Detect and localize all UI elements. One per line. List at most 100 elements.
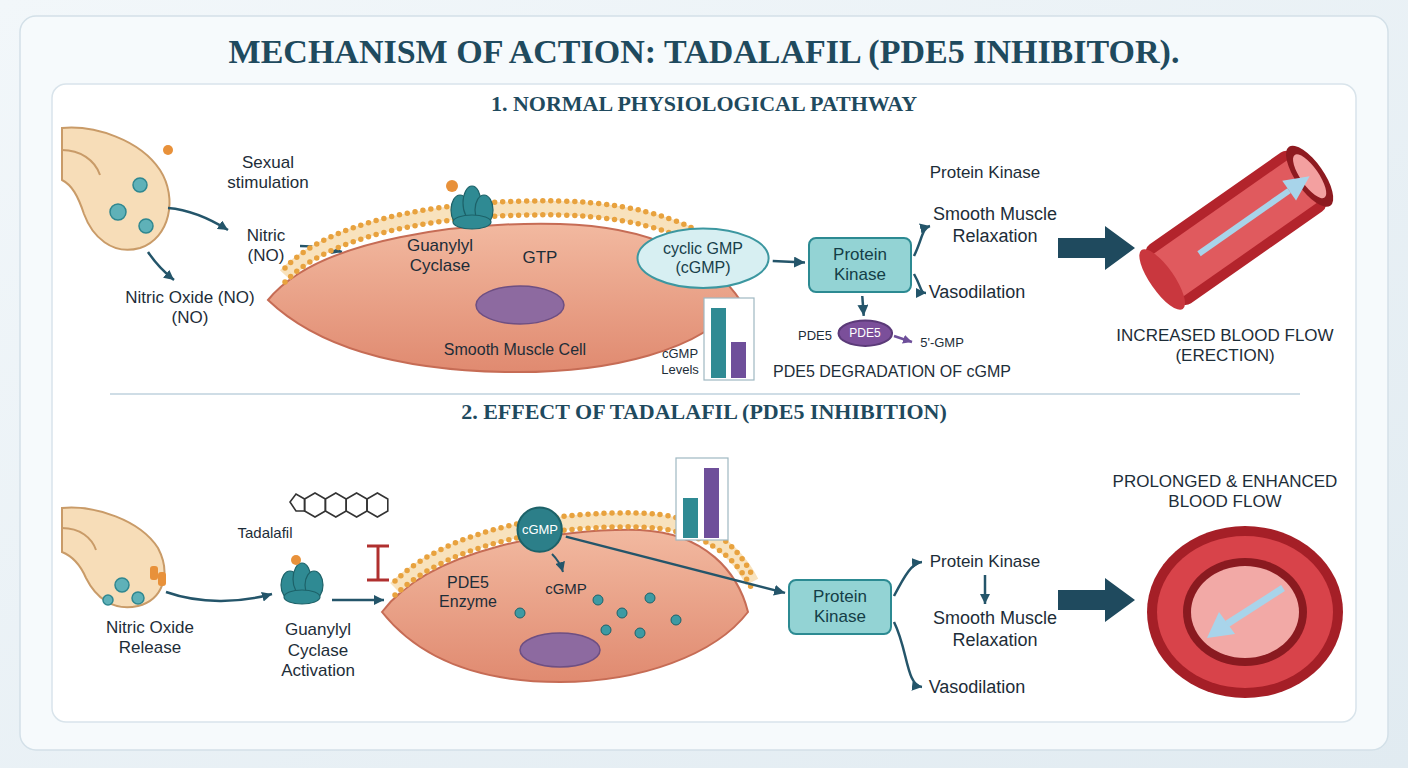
section-heading: 2. EFFECT OF TADALAFIL (PDE5 INHIBITION) [461, 399, 947, 425]
blood-vessel-cross-section [1207, 612, 1235, 638]
node-text: Protein Kinase [800, 587, 880, 628]
inhibition-bar [367, 546, 389, 580]
smooth-muscle-cell [476, 286, 564, 324]
pathway-arrow [894, 622, 922, 687]
connector-arrow [773, 261, 805, 262]
cgmp-molecule-dots [635, 628, 645, 638]
cgmp-bar-chart [704, 298, 754, 380]
blood-vessel [1282, 166, 1316, 200]
node-text: PDE5 [849, 326, 880, 340]
text-label: Sexual stimulation [218, 153, 318, 194]
cgmp-molecule-dots [671, 615, 681, 625]
enzyme-ellipse: PDE5 [837, 319, 894, 347]
node-outline-shape [518, 508, 562, 552]
cgmp-molecule-dots [617, 608, 627, 618]
text-label: Smooth Muscle Relaxation [925, 608, 1065, 651]
cgmp-molecule-dots [515, 608, 525, 618]
text-label: GTP [523, 248, 558, 268]
process-box: Protein Kinase [788, 579, 892, 635]
guanylyl-cyclase-protein [291, 555, 301, 565]
blood-vessel [1199, 191, 1289, 254]
pathway-arrow [148, 252, 174, 280]
pathway-arrow [984, 575, 987, 604]
nerve-terminal [115, 578, 129, 592]
guanylyl-cyclase-protein [281, 555, 323, 604]
text-label: Vasodilation [929, 282, 1026, 304]
nerve-terminal [62, 508, 164, 608]
nerve-terminal [62, 528, 96, 550]
connector-arrow [566, 537, 785, 593]
guanylyl-cyclase-protein [453, 215, 491, 229]
nerve-terminal [110, 204, 126, 220]
guanylyl-cyclase-protein [446, 180, 458, 192]
text-label: Nitric Oxide (NO) (NO) [113, 288, 268, 329]
text-label: Guanylyl Cyclase Activation [274, 620, 362, 681]
inhibition-bar [367, 579, 389, 582]
text-label: Nitric Oxide Release [93, 618, 208, 659]
pathway-arrow [552, 554, 563, 572]
tadalafil-molecule [290, 494, 305, 511]
guanylyl-cyclase-protein [284, 590, 320, 604]
nerve-terminal [62, 128, 173, 250]
nerve-terminal [132, 592, 144, 604]
text-label: Smooth Muscle Relaxation [925, 204, 1065, 247]
diagram-title: MECHANISM OF ACTION: TADALAFIL (PDE5 INH… [229, 32, 1180, 73]
pathway-arrow [914, 226, 930, 256]
process-box: Protein Kinase [808, 237, 912, 293]
cgmp-molecule-dots [593, 595, 603, 605]
molecule-ellipse: cyclic GMP (cGMP) [636, 227, 770, 289]
node-outline-shape [838, 320, 892, 345]
blood-vessel [1278, 139, 1342, 214]
smooth-muscle-cell [520, 633, 600, 667]
tadalafil-molecule [290, 493, 388, 517]
inner-panel [52, 84, 1356, 722]
text-label: Protein Kinase [930, 552, 1041, 572]
inhibition-bar [377, 546, 380, 580]
nerve-terminal [139, 219, 153, 233]
nerve-terminal [163, 145, 173, 155]
tadalafil-molecule [325, 493, 346, 517]
cgmp-molecule-dots [645, 593, 655, 603]
node-outline-shape [637, 228, 768, 287]
cgmp-bar-chart [676, 458, 728, 540]
molecule-circle: cGMP [516, 506, 563, 553]
text-label: 5'-GMP [920, 335, 964, 351]
section-heading: 1. NORMAL PHYSIOLOGICAL PATHWAY [491, 91, 917, 117]
pathway-arrow [894, 562, 922, 596]
inhibition-bar [367, 545, 389, 548]
text-label: Guanylyl Cyclase [395, 236, 485, 277]
cgmp-molecule-dots [601, 625, 611, 635]
pathway-arrow [166, 592, 272, 601]
text-label: PDE5 Enzyme [436, 573, 501, 611]
cgmp-bar-chart [704, 468, 719, 538]
text-label: cGMP [545, 580, 587, 598]
nerve-terminal [158, 572, 166, 586]
blood-vessel-cross-section [1191, 566, 1299, 658]
node-text: cyclic GMP (cGMP) [660, 239, 746, 277]
tadalafil-molecule [367, 493, 388, 517]
cgmp-bar-chart [676, 458, 728, 540]
nerve-terminal [62, 128, 170, 250]
guanylyl-cyclase-protein [446, 180, 493, 229]
text-label: Vasodilation [929, 677, 1026, 699]
cgmp-molecule-dots [515, 593, 681, 638]
connector-arrow [862, 296, 863, 316]
nerve-terminal [150, 566, 158, 580]
node-text: cGMP [522, 522, 558, 538]
blood-vessel-cross-section [1157, 536, 1333, 688]
node-text: Protein Kinase [820, 245, 900, 286]
cgmp-bar-chart [704, 298, 754, 380]
cgmp-bar-chart [683, 498, 698, 538]
section-divider [110, 393, 1300, 395]
cgmp-bar-chart [731, 342, 746, 378]
blood-vessel [1132, 139, 1342, 316]
text-label: Protein Kinase [930, 163, 1041, 183]
tadalafil-molecule [346, 493, 367, 517]
result-arrow [1058, 226, 1135, 270]
degradation-arrow [894, 336, 912, 342]
pathway-arrow [914, 274, 926, 293]
nerve-terminal [133, 178, 147, 192]
text-label: Nitric (NO) [236, 226, 296, 267]
